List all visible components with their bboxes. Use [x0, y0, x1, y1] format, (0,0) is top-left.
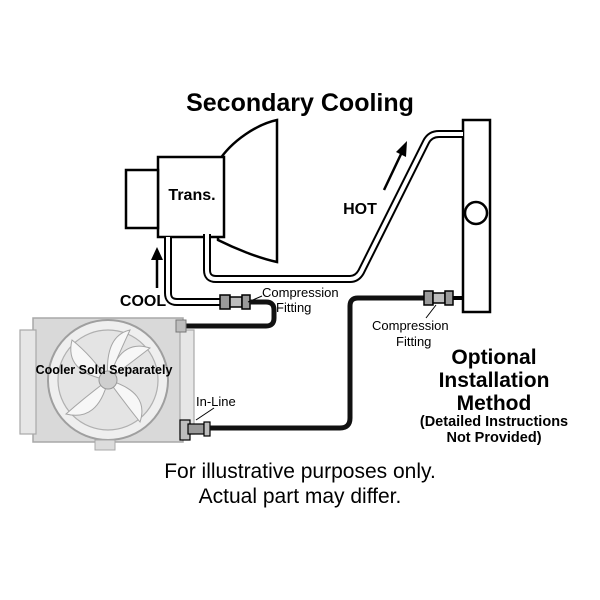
inline-fitting: [179, 419, 211, 441]
radiator-cap: [463, 200, 489, 226]
radiator: [461, 118, 492, 314]
hot-arrow: [382, 141, 407, 191]
fitting-2-label-line1: Compression: [372, 318, 449, 333]
inline-label: In-Line: [196, 394, 236, 409]
inline-leader: [195, 407, 215, 421]
optional-note2: Not Provided): [446, 430, 541, 446]
hot-label: HOT: [343, 201, 377, 218]
footer-line1: For illustrative purposes only.: [164, 460, 436, 483]
fitting-1-label-line2: Fitting: [276, 300, 311, 315]
trans-label: Trans.: [168, 187, 215, 204]
cooler: Cooler Sold Separately: [19, 317, 195, 451]
optional-line2: Installation: [439, 369, 550, 392]
fitting-2-label-line2: Fitting: [396, 334, 431, 349]
optional-line3: Method: [457, 392, 532, 415]
optional-line1: Optional: [451, 346, 536, 369]
cool-arrow: [151, 247, 163, 288]
fitting-1-label-line1: Compression: [262, 285, 339, 300]
cooler-label: Cooler Sold Separately: [36, 363, 173, 377]
footer-line2: Actual part may differ.: [199, 485, 402, 508]
compression-fitting-1: [219, 294, 251, 310]
hot-line: [203, 130, 463, 283]
fitting-2-leader: [425, 304, 437, 319]
transmission: Trans.: [124, 118, 279, 264]
cool-label: COOL: [120, 293, 166, 310]
bell-housing: [216, 118, 279, 264]
compression-fitting-2: [423, 290, 463, 306]
tail-shaft: [124, 168, 160, 230]
optional-note1: (Detailed Instructions: [420, 414, 568, 430]
hose-to-cooler: [186, 299, 277, 329]
hose-to-radiator: [210, 295, 426, 431]
diagram-title: Secondary Cooling: [186, 89, 414, 117]
